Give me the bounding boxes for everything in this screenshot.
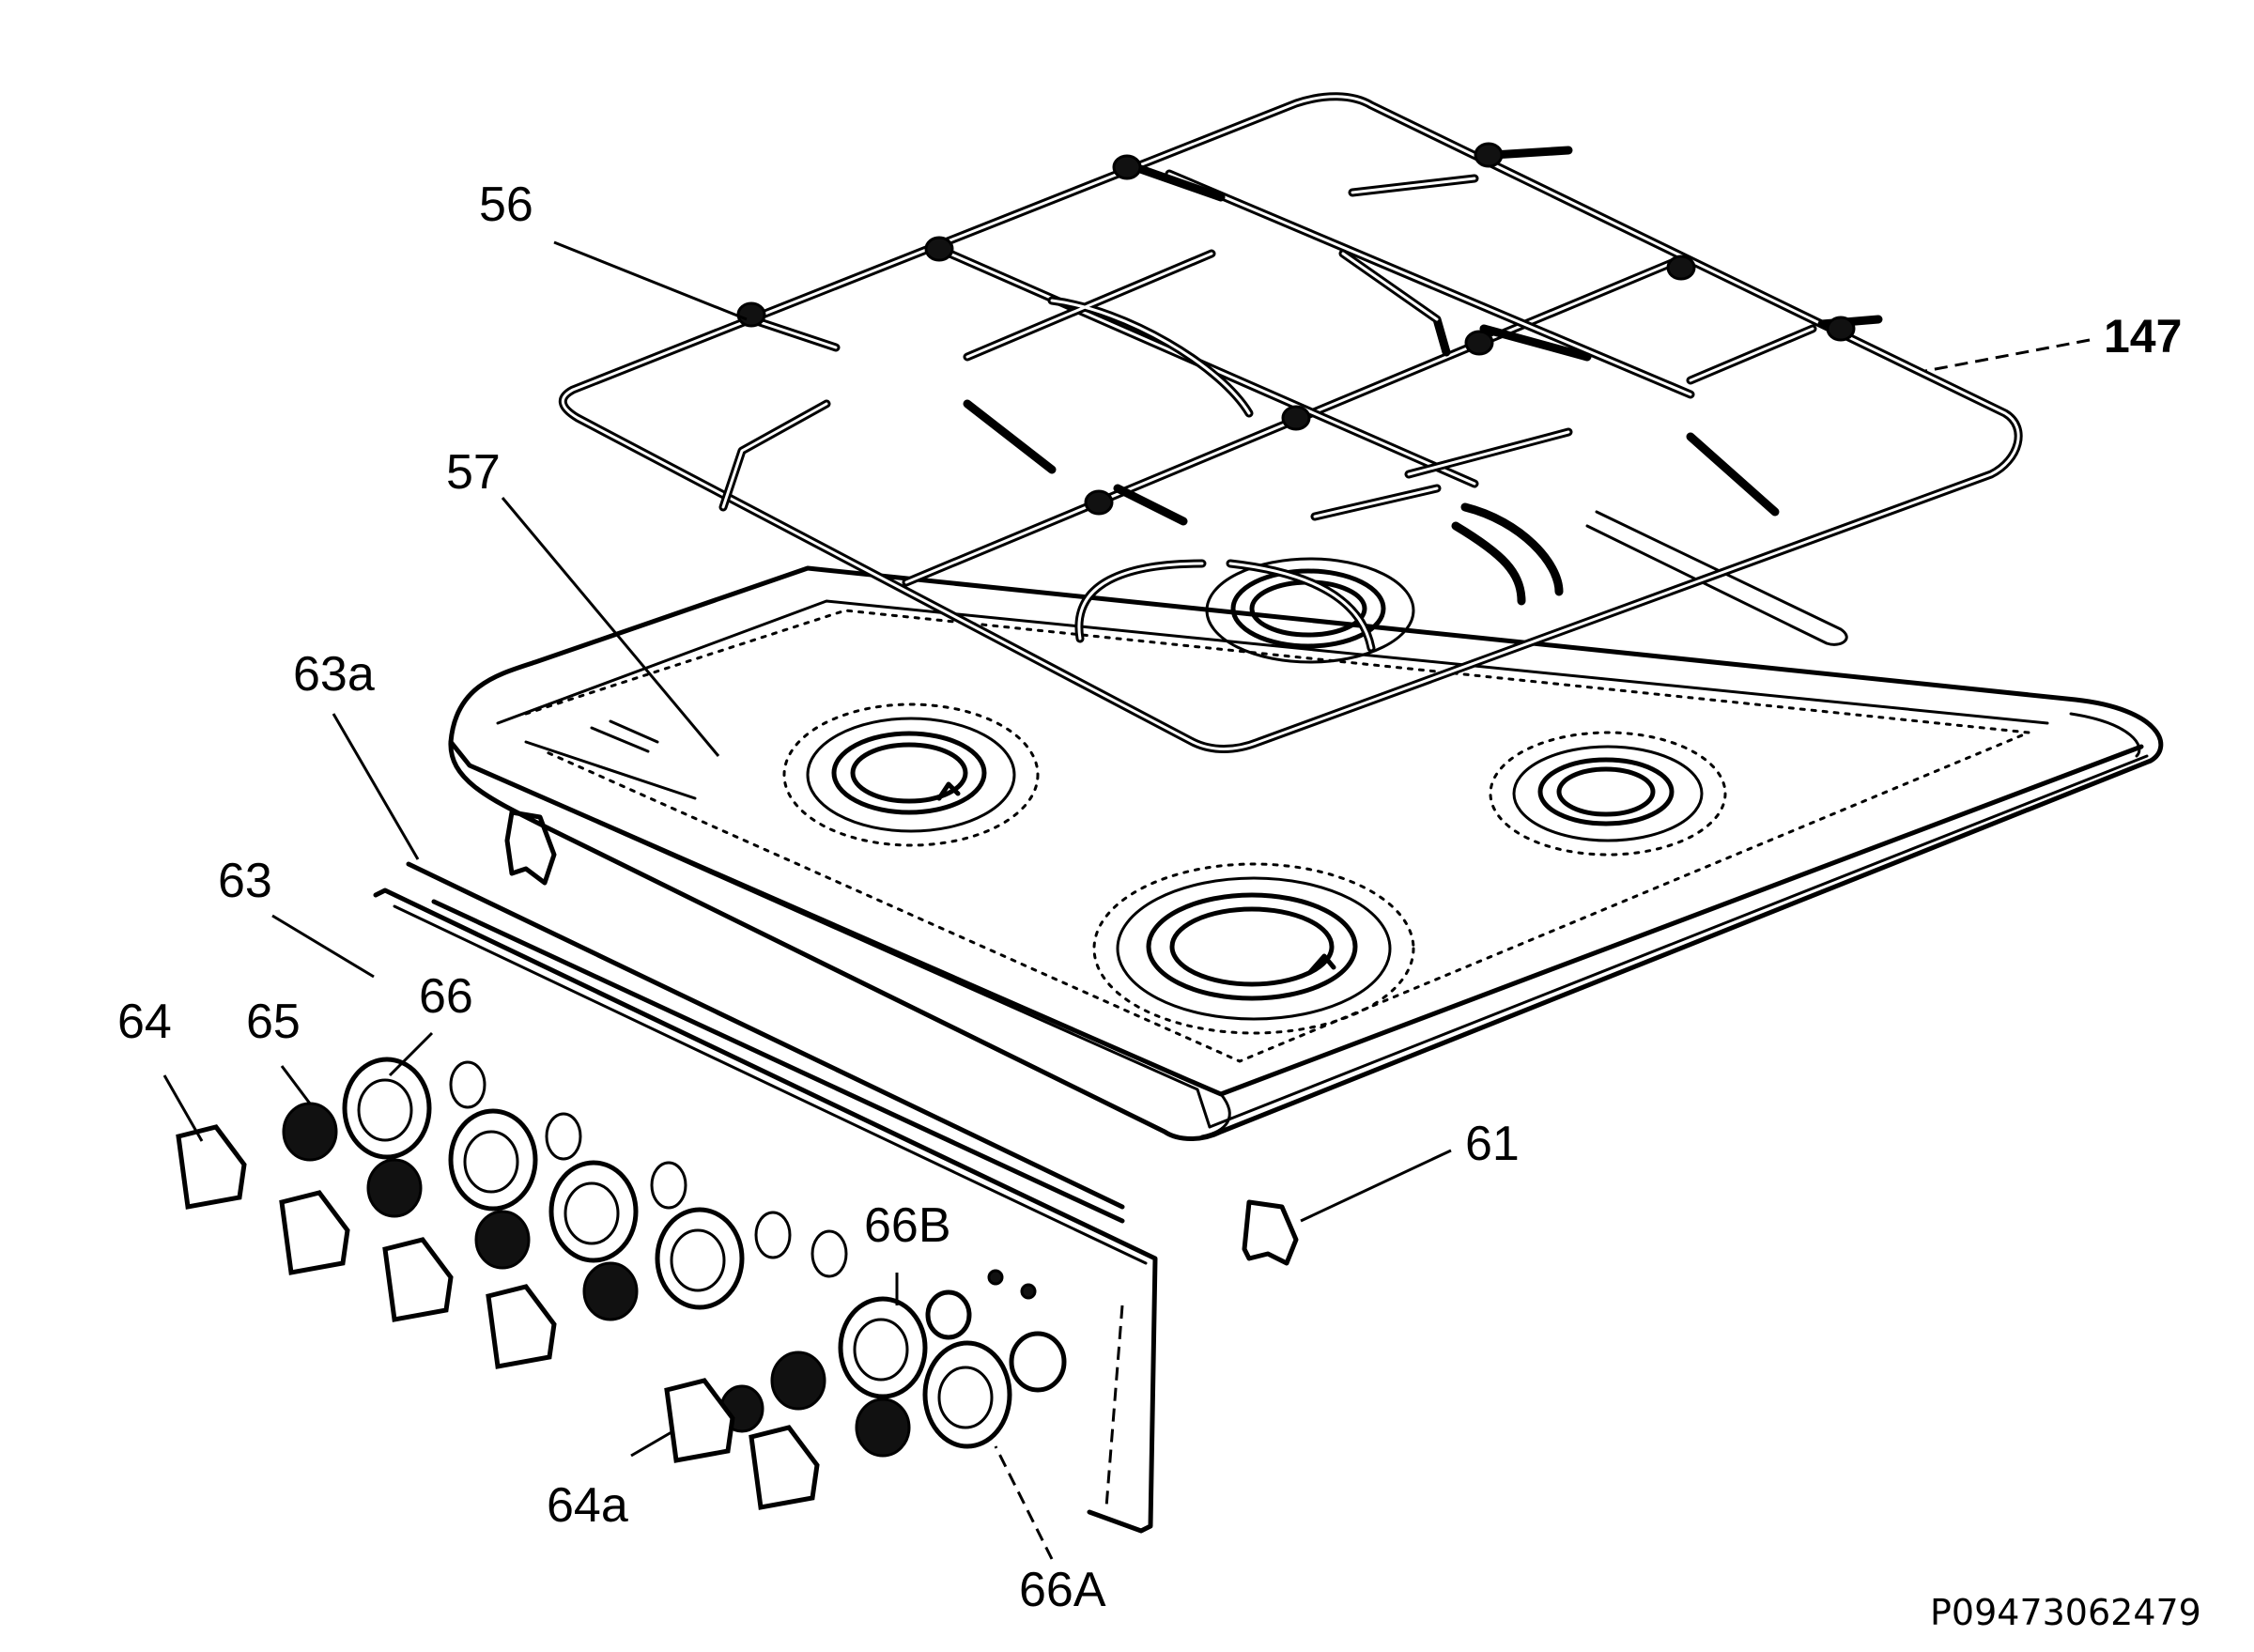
burner-left: [782, 702, 1040, 847]
bezel-row: [342, 1057, 1067, 1449]
label-64a: 64a: [547, 1478, 628, 1533]
drawing-code: P09473062479: [1930, 1592, 2201, 1633]
control-panel: [373, 888, 1158, 1534]
spring-washers: [282, 1102, 911, 1458]
clip-61: [1242, 1199, 1299, 1266]
clip-rear: [504, 810, 557, 886]
label-63a: 63a: [293, 647, 375, 702]
control-knobs: [176, 1124, 820, 1510]
burner-right: [1489, 731, 1727, 857]
label-147: 147: [2104, 310, 2182, 363]
leader-lines: [162, 240, 2091, 1560]
label-56: 56: [479, 178, 533, 232]
label-66: 66: [419, 969, 473, 1024]
label-63: 63: [218, 854, 272, 908]
trim-strip: [406, 861, 1125, 1224]
label-65: 65: [246, 995, 301, 1049]
burner-front: [1092, 862, 1415, 1035]
callout-labels: 56 147 57 63a 63 64 65 66 61 66B 64a 66A…: [117, 178, 2201, 1633]
label-57: 57: [446, 445, 501, 500]
label-66A: 66A: [1019, 1563, 1106, 1617]
burner-rear: [1205, 510, 1848, 664]
label-66B: 66B: [864, 1198, 951, 1253]
label-64: 64: [117, 995, 172, 1049]
hob-top-plate: [448, 565, 2164, 1141]
label-61: 61: [1465, 1117, 1520, 1171]
pan-support-grate: [558, 92, 2023, 753]
